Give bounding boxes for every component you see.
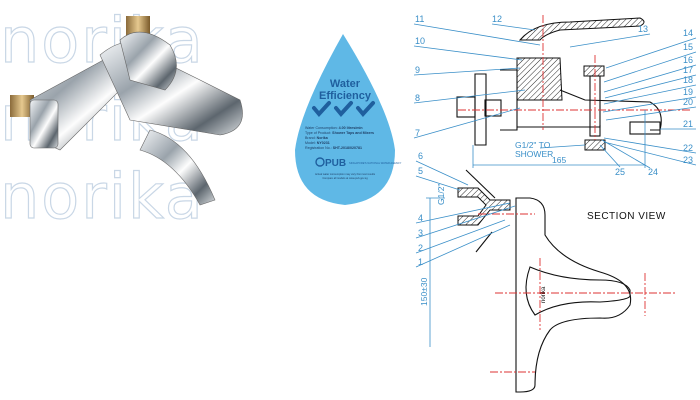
- callout-2: 2: [418, 243, 423, 253]
- label-details: Water Consumption: 4.00 litres/min Type …: [305, 126, 374, 150]
- callout-7: 7: [415, 128, 420, 138]
- check-icon-rating: [312, 101, 375, 118]
- callout-15: 15: [683, 42, 693, 52]
- callout-18: 18: [683, 75, 693, 85]
- callout-13: 13: [638, 24, 648, 34]
- svg-text:Model: NY0231: Model: NY0231: [305, 141, 330, 145]
- agency-sub: SINGAPORE'S NATIONAL WATER AGENCY: [349, 161, 402, 165]
- check-icon: [334, 101, 353, 118]
- section-view-title: SECTION VIEW: [587, 211, 666, 222]
- watermark-line: norika: [0, 160, 205, 233]
- callout-14: 14: [683, 28, 693, 38]
- agency-name: PUB: [325, 158, 346, 169]
- shower-label: G1/2" TO: [515, 140, 551, 150]
- callout-11: 11: [415, 14, 424, 24]
- dim-height: 150±30: [419, 277, 429, 306]
- dim-thread: G1/2": [436, 184, 446, 205]
- callout-19: 19: [683, 87, 693, 97]
- svg-text:Type of Product: Shower Taps a: Type of Product: Shower Taps and Mixers: [305, 131, 374, 135]
- callout-1: 1: [418, 257, 423, 267]
- front-section-drawing: norika SECTION VIEW 150±30 G1/2" 6 5 4 3…: [415, 151, 675, 393]
- svg-text:Water Consumption: 4.00 litres: Water Consumption: 4.00 litres/min: [305, 126, 363, 130]
- label-footer: Actual water consumption may vary from t…: [315, 172, 376, 176]
- callouts-right: 14 15 16 17 18 19 20 21 22 23: [602, 28, 697, 166]
- callout-23: 23: [683, 155, 693, 165]
- callout-9: 9: [415, 65, 420, 75]
- callout-20: 20: [683, 97, 693, 107]
- check-icon: [312, 101, 331, 118]
- label-footer: Compare all models at www.pub.gov.sg: [322, 176, 368, 180]
- callout-4: 4: [418, 213, 423, 223]
- callout-16: 16: [683, 55, 693, 65]
- pub-logo-icon: [315, 157, 325, 167]
- callouts: 11 10 9 8 7 12 13 14 15 16 17 18 19 20 2…: [413, 14, 697, 177]
- callout-3: 3: [418, 228, 423, 238]
- dim-width: 165: [552, 155, 566, 165]
- faucet-photo: [10, 16, 243, 206]
- callout-12: 12: [492, 14, 502, 24]
- callout-6: 6: [418, 151, 423, 161]
- callout-24: 24: [648, 167, 658, 177]
- callout-21: 21: [683, 119, 693, 129]
- brand-mark: norika: [541, 286, 547, 303]
- water-efficiency-label: Water Efficiency Water Consumption: 4.00…: [295, 34, 402, 205]
- shower-label: SHOWER: [515, 149, 553, 159]
- check-icon: [356, 101, 375, 118]
- callout-5: 5: [418, 166, 423, 176]
- svg-text:Registration No.: SHT-2018/020: Registration No.: SHT-2018/020781: [305, 146, 362, 150]
- callout-17: 17: [683, 65, 693, 75]
- callout-22: 22: [683, 143, 693, 153]
- svg-text:Brand: Norika: Brand: Norika: [305, 136, 329, 140]
- callout-8: 8: [415, 93, 420, 103]
- callout-25: 25: [615, 167, 625, 177]
- callout-10: 10: [415, 36, 425, 46]
- label-title: Water: [330, 78, 361, 90]
- label-title: Efficiency: [319, 90, 372, 102]
- side-section-drawing: 165 G1/2" TO SHOWER: [456, 15, 690, 168]
